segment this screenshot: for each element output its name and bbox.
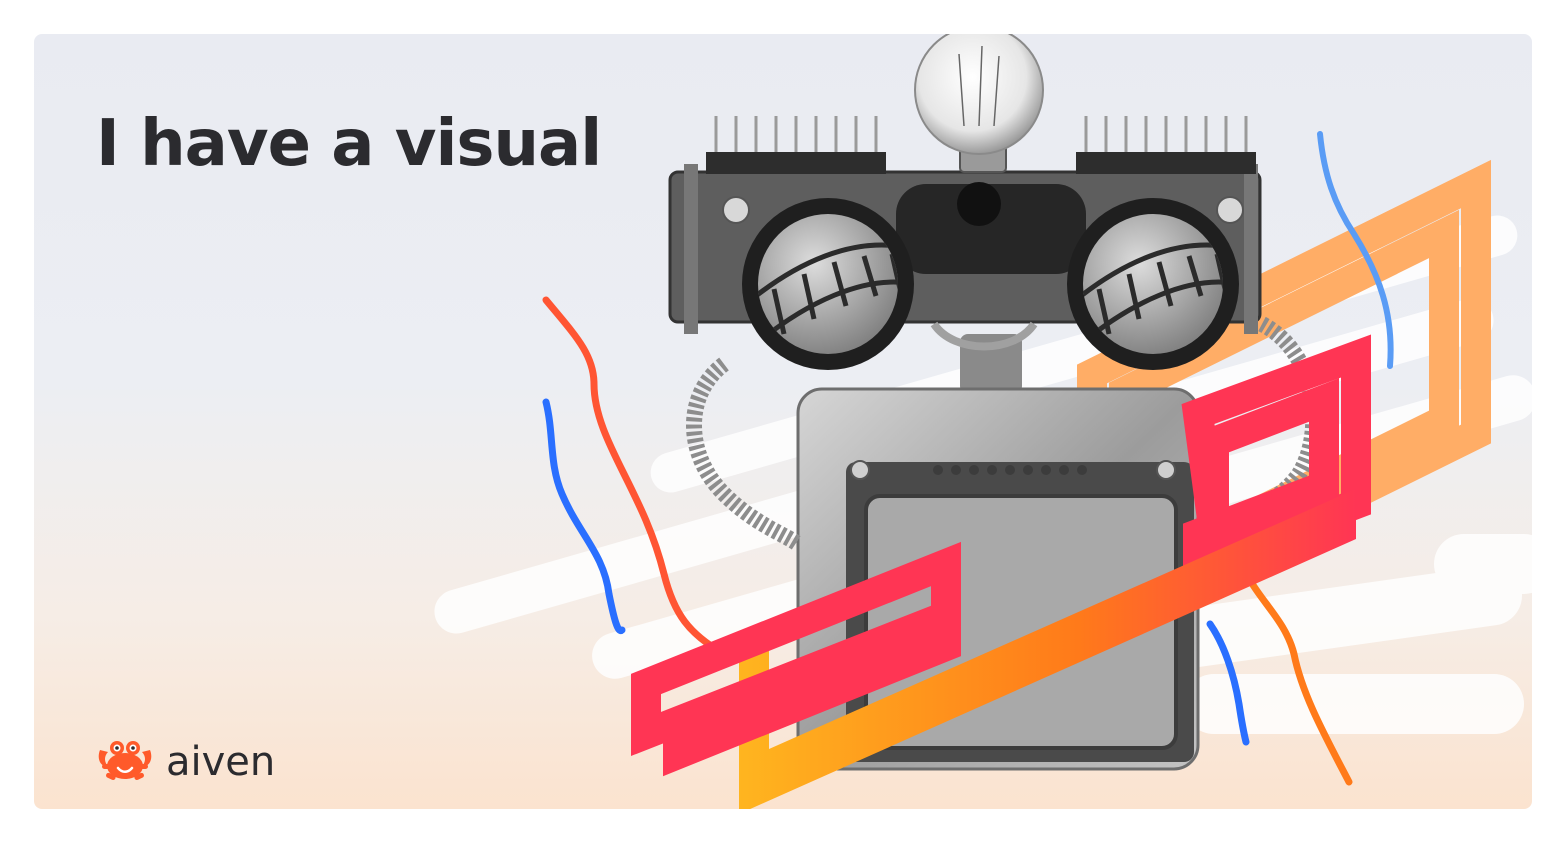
crab-icon [98,741,152,781]
red-left-frame [631,541,961,777]
orange-band [739,489,1356,809]
blue-wave-left [542,398,626,635]
light-blue-wave [1317,131,1394,369]
banner-card: I have a visual aiven [34,34,1532,809]
red-right-frame [1181,334,1371,586]
brand-name: aiven [166,739,276,785]
orange-wave-right [1235,550,1353,786]
brand-logo: aiven [96,734,275,790]
blue-wave-right [1206,620,1250,746]
red-orange-wave [542,296,728,658]
headline: I have a visual [96,107,602,181]
robot-illustration [434,34,1532,809]
